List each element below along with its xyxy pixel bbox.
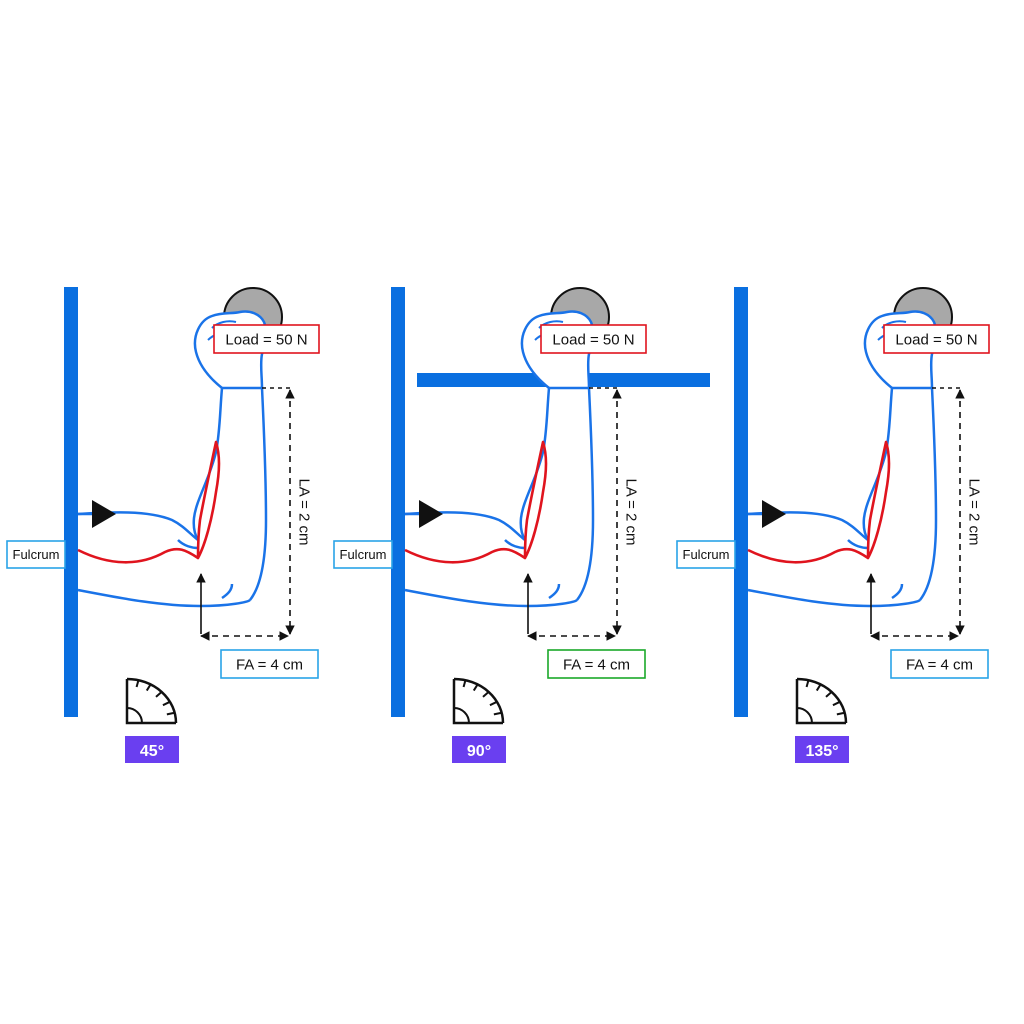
- effort-arrow-icon: [762, 500, 786, 528]
- panel-45: Load = 50 N LA = 2 cm FA = 4 cm Fulcrum 45°: [6, 287, 320, 763]
- fulcrum-label: Fulcrum: [6, 540, 66, 569]
- la-label: LA = 2 cm: [623, 478, 640, 545]
- forearm-front-outline: [862, 387, 894, 541]
- upper-arm-bottom-outline: [404, 588, 578, 608]
- forearm-front-outline: [192, 387, 224, 541]
- load-label: Load = 50 N: [883, 324, 990, 354]
- la-label-text: LA = 2 cm: [296, 478, 313, 545]
- biceps-notch: [177, 539, 199, 550]
- wall-bar: [734, 287, 748, 717]
- protractor-icon: [795, 677, 848, 725]
- elbow-crease: [891, 583, 904, 600]
- la-label: LA = 2 cm: [296, 478, 313, 545]
- panel-135: Load = 50 N LA = 2 cm FA = 4 cm Fulcrum 135°: [676, 287, 990, 763]
- angle-badge-text: 45°: [140, 743, 164, 760]
- load-label-frame: [213, 324, 320, 354]
- angle-badge-bg: [795, 736, 849, 763]
- elbow-crease: [221, 583, 234, 600]
- load-label: Load = 50 N: [540, 324, 647, 354]
- protractor-icon: [125, 677, 178, 725]
- load-label-text: Load = 50 N: [552, 331, 634, 348]
- load-label: Load = 50 N: [213, 324, 320, 354]
- biceps-notch: [847, 539, 869, 550]
- effort-arrow-icon: [419, 500, 443, 528]
- fa-label: FA = 4 cm: [220, 649, 319, 679]
- biceps-muscle: [747, 440, 891, 564]
- la-label-text: LA = 2 cm: [623, 478, 640, 545]
- angle-badge: 90°: [452, 736, 506, 763]
- fa-label-frame: [890, 649, 989, 679]
- la-label: LA = 2 cm: [966, 478, 983, 545]
- angle-badge-text: 135°: [805, 743, 838, 760]
- protractor-icon: [452, 677, 505, 725]
- upper-arm-bottom-outline: [747, 588, 921, 608]
- fa-label-frame: [547, 649, 646, 679]
- fa-label: FA = 4 cm: [547, 649, 646, 679]
- wall-bar: [391, 287, 405, 717]
- fulcrum-label-frame: [6, 540, 66, 569]
- fulcrum-label-text: Fulcrum: [340, 547, 387, 562]
- upper-arm-bottom-outline: [77, 588, 251, 608]
- load-label-frame: [540, 324, 647, 354]
- fa-label: FA = 4 cm: [890, 649, 989, 679]
- effort-arrow-icon: [92, 500, 116, 528]
- fulcrum-label: Fulcrum: [333, 540, 393, 569]
- fa-label-text: FA = 4 cm: [906, 656, 973, 673]
- load-label-frame: [883, 324, 990, 354]
- forearm-back-outline: [549, 386, 595, 601]
- angle-badge: 135°: [795, 736, 849, 763]
- forearm-front-outline: [519, 387, 551, 541]
- fa-label-text: FA = 4 cm: [563, 656, 630, 673]
- angle-badge: 45°: [125, 736, 179, 763]
- angle-badge-bg: [125, 736, 179, 763]
- fulcrum-label-text: Fulcrum: [13, 547, 60, 562]
- angle-badge-text: 90°: [467, 743, 491, 760]
- elbow-crease: [548, 583, 561, 600]
- angle-badge-bg: [452, 736, 506, 763]
- biceps-notch: [504, 539, 526, 550]
- fa-label-text: FA = 4 cm: [236, 656, 303, 673]
- fulcrum-label-frame: [333, 540, 393, 569]
- wall-bar: [64, 287, 78, 717]
- forearm-back-outline: [222, 386, 268, 601]
- fulcrum-label: Fulcrum: [676, 540, 736, 569]
- fulcrum-label-frame: [676, 540, 736, 569]
- load-label-text: Load = 50 N: [895, 331, 977, 348]
- biceps-muscle: [77, 440, 221, 564]
- la-label-text: LA = 2 cm: [966, 478, 983, 545]
- forearm-back-outline: [892, 386, 938, 601]
- panel-90: Load = 50 N LA = 2 cm FA = 4 cm Fulcrum 90°: [333, 287, 710, 763]
- load-label-text: Load = 50 N: [225, 331, 307, 348]
- fulcrum-label-text: Fulcrum: [683, 547, 730, 562]
- biceps-muscle: [404, 440, 548, 564]
- fa-label-frame: [220, 649, 319, 679]
